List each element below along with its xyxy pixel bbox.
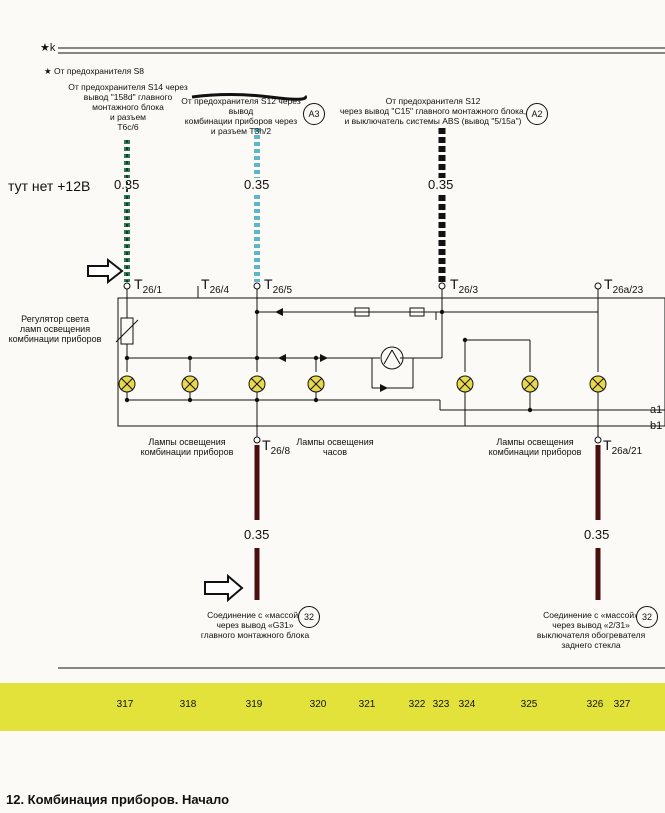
wire-gauge-label: 0.35 xyxy=(244,177,270,192)
column-number: 323 xyxy=(432,699,450,710)
arrow-right-icon xyxy=(204,573,244,603)
column-number: 325 xyxy=(520,699,538,710)
clock-lamps-label: Лампы освещения часов xyxy=(296,437,374,457)
star-icon: ★ xyxy=(40,42,50,54)
lamp-icon xyxy=(118,375,136,393)
lamp-icon xyxy=(456,375,474,393)
wire-gauge-label: 0.35 xyxy=(244,527,270,542)
arrow-right-icon xyxy=(87,257,124,285)
bus-a1-label: a1 xyxy=(650,404,663,416)
terminal-t26-4: T26/4 xyxy=(201,276,230,296)
source-label-2: От предохранителя S12 через вывод комбин… xyxy=(181,96,301,136)
regulator-label: Регулятор света ламп освещения комбинаци… xyxy=(8,314,102,344)
instrument-cluster-frame xyxy=(117,297,665,427)
lamp-group-label-left: Лампы освещения комбинации приборов xyxy=(140,437,234,457)
column-number: 327 xyxy=(613,699,631,710)
column-number: 324 xyxy=(458,699,476,710)
terminal-t26a-23: T26a/23 xyxy=(604,276,644,296)
terminal-t26-5: T26/5 xyxy=(264,276,293,296)
lamp-icon xyxy=(521,375,539,393)
bus-k-label: ★k xyxy=(40,42,56,54)
terminal-t26-8: T26/8 xyxy=(262,437,291,457)
terminal-t26a-21: T26a/21 xyxy=(603,437,643,457)
wire-gauge-label: 0.35 xyxy=(584,527,610,542)
page-title: 12. Комбинация приборов. Начало xyxy=(6,792,230,807)
ref-32-badge: 32 xyxy=(298,606,320,628)
column-number: 317 xyxy=(116,699,134,710)
source-label-3: От предохранителя S12 через вывод "C15" … xyxy=(339,96,527,126)
column-number: 319 xyxy=(245,699,263,710)
terminal-t26-1: T26/1 xyxy=(134,276,163,296)
wire-gauge-label: 0.35 xyxy=(428,177,454,192)
ref-a3-badge: A3 xyxy=(303,103,325,125)
star-icon: ★ xyxy=(44,66,52,76)
lamp-icon xyxy=(181,375,199,393)
wire-gauge-label: 0.35 xyxy=(114,177,140,192)
column-number: 320 xyxy=(309,699,327,710)
lamp-icon xyxy=(589,375,607,393)
terminal-t26-3: T26/3 xyxy=(450,276,479,296)
column-number: 326 xyxy=(586,699,604,710)
column-number: 318 xyxy=(179,699,197,710)
missing-12v-annotation: тут нет +12В xyxy=(8,178,91,194)
ref-32-badge: 32 xyxy=(636,606,658,628)
lamp-icon xyxy=(248,375,266,393)
lamp-icon xyxy=(307,375,325,393)
column-number: 322 xyxy=(408,699,426,710)
bus-b1-label: b1 xyxy=(650,420,663,432)
fuse-note: ★ От предохранителя S8 xyxy=(44,66,145,76)
column-number: 321 xyxy=(358,699,376,710)
lamp-group-label-right: Лампы освещения комбинации приборов xyxy=(488,437,582,457)
ground-label-right: Соединение с «массой» через вывод «2/31»… xyxy=(536,610,646,650)
ground-label-left: Соединение с «массой» через вывод «G31» … xyxy=(200,610,310,640)
ref-a2-badge: A2 xyxy=(526,103,548,125)
source-label-1: От предохранителя S14 через вывод "158d"… xyxy=(68,82,188,132)
column-number-band xyxy=(0,683,665,731)
